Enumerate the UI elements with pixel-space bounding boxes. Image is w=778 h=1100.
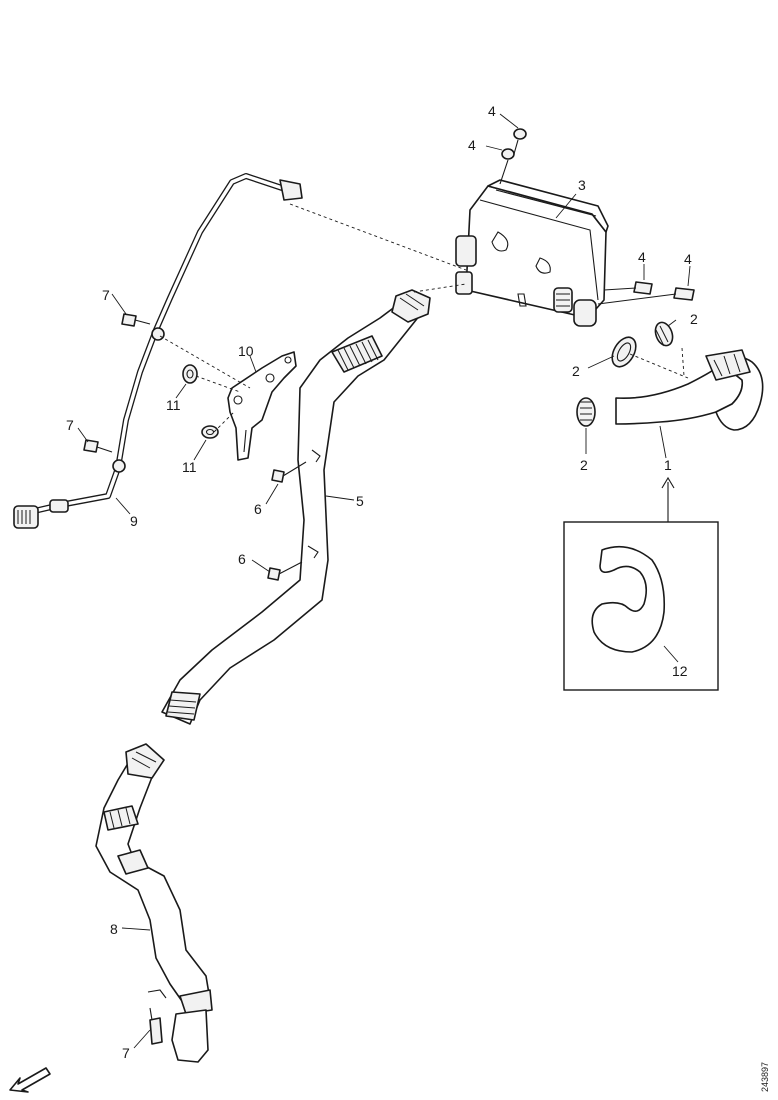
bolt-part-4-a [513,128,527,155]
hose-part-1 [615,347,764,431]
figure-id: 243897 [760,1062,770,1092]
callout-5: 5 [356,493,364,509]
bracket-part-10 [227,351,297,461]
clamp-part-2-a [611,336,637,368]
dashed-assembly-lines [159,203,689,433]
screw-part-7-b [83,439,113,453]
pipe-part-9 [13,173,303,529]
callout-6-a: 6 [254,501,262,517]
screw-part-7-c [149,1007,163,1045]
callout-4-a: 4 [488,103,496,119]
hose-part-8 [95,743,213,1063]
direction-arrow-icon [9,1067,51,1093]
callout-9: 9 [130,513,138,529]
callout-2-c: 2 [580,457,588,473]
callout-labels: 1 2 2 2 3 4 4 4 4 5 6 6 7 7 7 8 9 10 11 … [66,103,698,1061]
callout-3: 3 [578,177,586,193]
callout-4-c: 4 [638,249,646,265]
clamp-part-2-c [576,397,596,427]
callout-11-b: 11 [182,459,197,475]
screw-part-7-a [121,313,151,327]
callout-4-d: 4 [684,251,692,267]
module-part-3 [455,179,609,327]
hose-part-5 [161,289,431,725]
nut-part-11-lower [201,425,219,439]
clamp-part-2-b [654,321,674,347]
callout-4-b: 4 [468,137,476,153]
callout-7-a: 7 [102,287,110,303]
inset-detail [563,476,719,691]
screw-part-6-a [271,461,307,483]
bolt-part-4-b [499,148,515,185]
callout-leaders [77,113,691,1049]
bolt-part-4-c [603,281,653,295]
callout-10: 10 [238,343,254,359]
callout-8: 8 [110,921,118,937]
nut-part-11-upper [182,364,198,384]
callout-12: 12 [672,663,688,679]
callout-11-a: 11 [166,397,181,413]
callout-7-c: 7 [122,1045,130,1061]
callout-2-a: 2 [572,363,580,379]
callout-2-b: 2 [690,311,698,327]
callout-6-b: 6 [238,551,246,567]
callout-1: 1 [664,457,672,473]
hose-part-12 [591,545,666,653]
callout-7-b: 7 [66,417,74,433]
bolt-part-4-d [597,287,695,305]
screw-part-6-b [267,561,303,581]
